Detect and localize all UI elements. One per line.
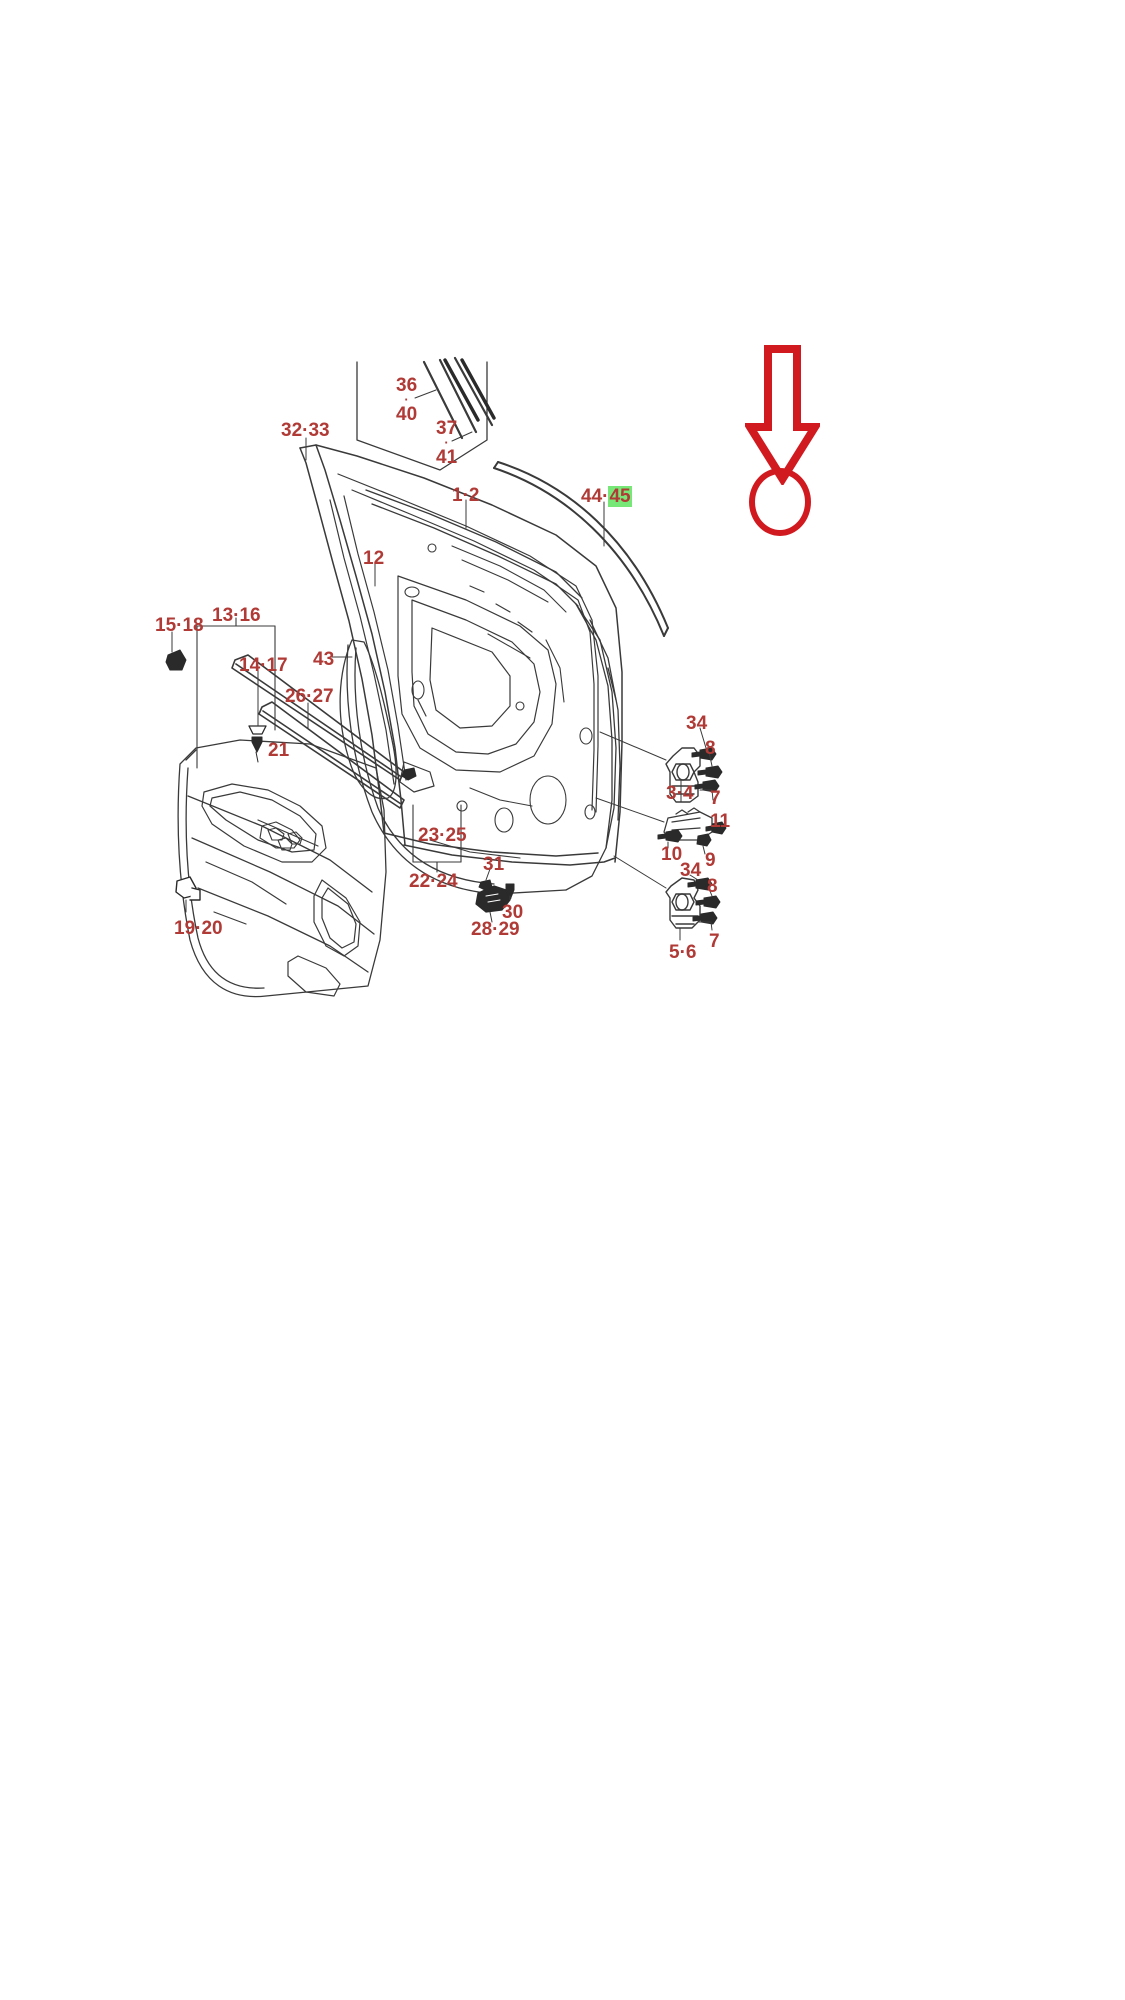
washer-14-17 bbox=[248, 725, 267, 735]
callout-3-4: 3·4 bbox=[666, 783, 694, 804]
callout-37-41: 37 · 41 bbox=[436, 418, 457, 468]
callout-37-label: 37 bbox=[436, 418, 458, 439]
leader-28-29 bbox=[489, 911, 493, 923]
door-inner-panel-shell bbox=[346, 603, 613, 895]
trim-panel-speaker-grille bbox=[287, 955, 341, 997]
leader-8-upper bbox=[708, 751, 713, 767]
callout-10: 10 bbox=[661, 844, 683, 865]
bolt-8-upper bbox=[697, 765, 723, 779]
callout-41-label: 41 bbox=[436, 447, 458, 469]
callout-26-27: 26·27 bbox=[285, 686, 334, 707]
callout-8-lower: 8 bbox=[707, 876, 718, 897]
callout-22-24: 22·24 bbox=[409, 871, 458, 892]
bolt-11 bbox=[705, 821, 727, 835]
leader-7-upper bbox=[699, 789, 714, 801]
leader-8-lower bbox=[709, 890, 713, 897]
bracket-22-24-23-25 bbox=[412, 804, 462, 873]
callout-13-16: 13·16 bbox=[212, 605, 261, 626]
callout-36-label: 36 bbox=[396, 375, 418, 396]
callout-14-17: 14·17 bbox=[239, 655, 288, 676]
inset-glass-runs-thick bbox=[443, 358, 496, 422]
hinge-lower-5-6 bbox=[665, 877, 701, 929]
bracket-13-16 bbox=[196, 617, 276, 769]
door-panel-holes bbox=[404, 543, 596, 833]
callout-8-upper: 8 bbox=[705, 738, 716, 759]
callout-30: 30 bbox=[502, 902, 524, 923]
door-sash-frame bbox=[299, 444, 623, 866]
outer-weatherstrip-44-45 bbox=[493, 461, 669, 637]
bolt-9 bbox=[696, 833, 712, 847]
door-trim-panel bbox=[177, 739, 387, 998]
bolt-34-lower bbox=[687, 877, 713, 891]
callout-19-20: 19·20 bbox=[174, 918, 223, 939]
callout-32-33: 32·33 bbox=[281, 420, 330, 441]
callout-23-25: 23·25 bbox=[418, 825, 467, 846]
callout-7-lower: 7 bbox=[709, 931, 720, 952]
callout-44-45: 44·45 bbox=[581, 486, 632, 507]
door-panel-stampings bbox=[397, 575, 557, 793]
bolt-34-upper bbox=[691, 747, 717, 761]
bolt-7-lower bbox=[692, 911, 718, 925]
bolt-10 bbox=[657, 829, 683, 843]
callout-34-lower: 34 bbox=[680, 860, 702, 881]
door-sash-inner bbox=[329, 473, 599, 813]
hinge-lower-leader bbox=[613, 855, 681, 941]
seal-clip-43 bbox=[401, 767, 417, 781]
leader-7-lower bbox=[697, 921, 713, 931]
inset-leader-lines bbox=[414, 389, 473, 442]
door-window-glass bbox=[365, 489, 583, 607]
hinge-upper-leader bbox=[599, 731, 682, 803]
trim-clip-15-18 bbox=[165, 649, 187, 671]
leader-9 bbox=[702, 845, 706, 855]
callout-40-label: 40 bbox=[396, 404, 418, 426]
callout-11: 11 bbox=[710, 811, 731, 832]
bolt-8-lower bbox=[695, 895, 721, 909]
screw-21 bbox=[251, 736, 263, 763]
bolt-7-upper bbox=[694, 779, 720, 793]
door-shell-edge bbox=[575, 603, 621, 849]
callout-9: 9 bbox=[705, 850, 716, 871]
callout-43: 43 bbox=[313, 649, 335, 670]
callout-1-2: 1·2 bbox=[452, 485, 480, 506]
callout-5-6: 5·6 bbox=[669, 942, 697, 963]
leader-34-lower bbox=[689, 874, 699, 881]
callout-28-29: 28·29 bbox=[471, 919, 520, 940]
door-seal-43 bbox=[339, 639, 397, 800]
clip-31 bbox=[478, 879, 493, 891]
door-check-detail bbox=[485, 893, 501, 903]
power-window-switches bbox=[259, 821, 303, 851]
door-panel-ribs bbox=[429, 545, 567, 859]
check-strap-leader bbox=[595, 797, 665, 823]
callout-36-40: 36 · 40 bbox=[396, 375, 417, 425]
callout-12: 12 bbox=[363, 548, 385, 569]
belt-moulding-strip-lower bbox=[258, 701, 405, 809]
door-check-28-29 bbox=[475, 885, 511, 913]
leader-34-upper bbox=[699, 727, 707, 749]
callout-34-upper: 34 bbox=[686, 713, 708, 734]
inset-glass-runs bbox=[422, 356, 494, 440]
callout-31: 31 bbox=[483, 854, 505, 875]
callout-separator-dot: · bbox=[404, 392, 409, 408]
callout-7-upper: 7 bbox=[710, 788, 721, 809]
trim-panel-door-pull bbox=[313, 879, 361, 957]
leader-31 bbox=[485, 868, 491, 881]
callout-separator-dot: · bbox=[444, 435, 449, 451]
callout-44-prefix: 44· bbox=[581, 486, 609, 507]
callout-21: 21 bbox=[268, 740, 290, 761]
callout-45-highlighted: 45 bbox=[608, 486, 632, 507]
callout-15-18: 15·18 bbox=[155, 615, 204, 636]
trim-panel-map-pocket bbox=[205, 861, 287, 925]
trim-clip-19-20 bbox=[175, 876, 201, 901]
